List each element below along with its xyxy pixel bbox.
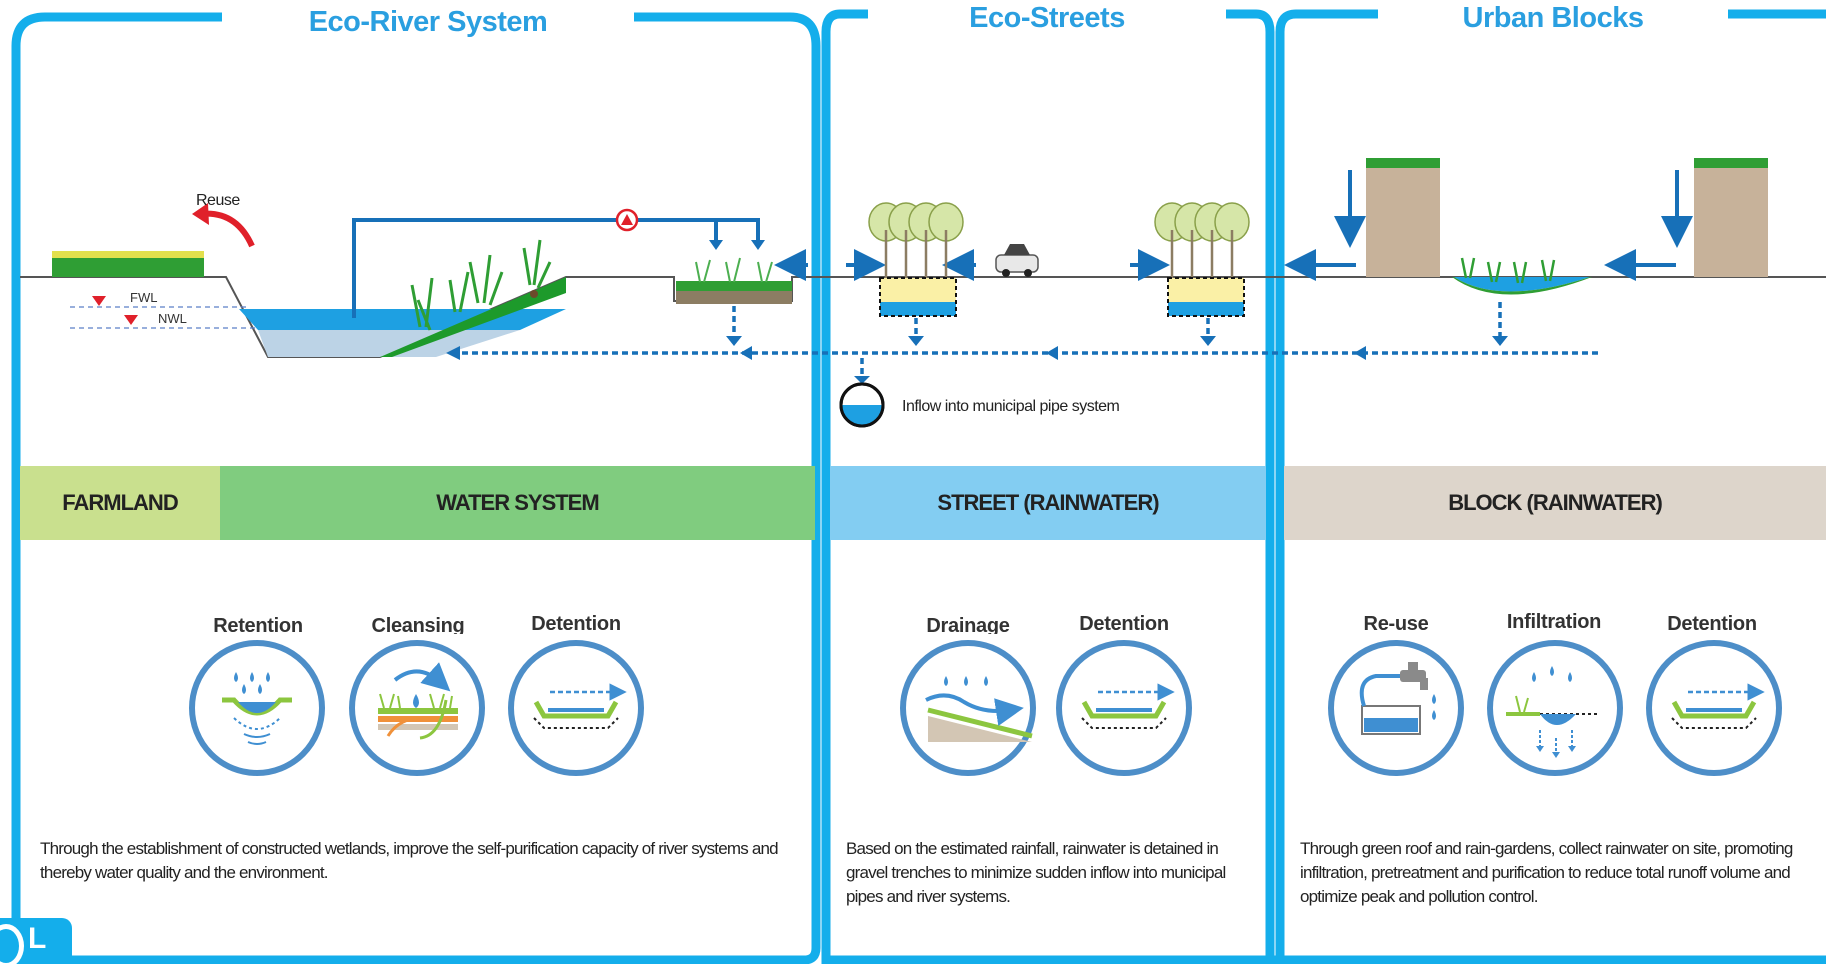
- blocks-description: Through green roof and rain-gardens, col…: [1300, 839, 1793, 906]
- planter-grass: [676, 281, 792, 291]
- reuse-label: Reuse: [196, 192, 240, 209]
- river-water: [239, 309, 566, 330]
- infiltration-icon: [1506, 666, 1600, 758]
- panel-frames: [11, 9, 1826, 964]
- gravel-trench: [879, 277, 957, 317]
- cleansing-icon: [378, 662, 458, 740]
- retention-icon: [222, 672, 292, 745]
- drainage-icon: [925, 676, 1033, 742]
- street-band: STREET (RAINWATER): [830, 466, 1266, 540]
- wetland-slope: [380, 277, 566, 357]
- wetland-reeds: [410, 239, 552, 331]
- rain-garden-plants: [1460, 257, 1556, 284]
- river-panel-title: Eco-River System: [308, 6, 548, 38]
- reuse-function-label: Re-use: [1363, 613, 1429, 635]
- rain-garden: [1454, 277, 1590, 292]
- building-left: [1366, 158, 1440, 277]
- pipe-label: Inflow into municipal pipe system: [902, 398, 1120, 415]
- bird-icon: [530, 290, 538, 298]
- gravel-trench: [1167, 277, 1245, 317]
- farmland-field: [52, 257, 204, 277]
- blocks-panel-title: Urban Blocks: [1462, 2, 1644, 34]
- corner-badge-mark: [0, 924, 24, 968]
- river-description: Through the establishment of constructed…: [40, 839, 779, 882]
- detention-icon: [1081, 683, 1175, 729]
- planter-plants: [695, 257, 773, 283]
- car-icon: [995, 244, 1039, 277]
- reuse-tap-icon: [1359, 662, 1436, 735]
- building-right: [1694, 158, 1768, 277]
- water-system-band: WATER SYSTEM: [220, 466, 815, 540]
- streets-panel-title: Eco-Streets: [969, 2, 1125, 34]
- streets-description: Based on the estimated rainfall, rainwat…: [846, 839, 1226, 906]
- drainage-label: Drainage: [926, 615, 1010, 634]
- block-band: BLOCK (RAINWATER): [1284, 466, 1826, 540]
- river-water-deep: [258, 330, 520, 357]
- water-level-markers: [70, 296, 258, 329]
- river-panel-frame: [11, 12, 222, 964]
- recirculation-pipe: [352, 218, 760, 318]
- detention-icon: [1671, 683, 1765, 729]
- fwl-label: FWL: [130, 290, 158, 305]
- farmland-band: FARMLAND: [20, 466, 220, 540]
- tree-icon: [868, 202, 964, 278]
- streets-panel-frame: [821, 9, 1275, 964]
- planter-soil: [676, 290, 792, 304]
- blocks-panel-frame: [1275, 9, 1826, 964]
- detention-label-block: Detention: [1667, 613, 1757, 635]
- retention-label: Retention: [213, 615, 303, 637]
- detention-label-street: Detention: [1079, 613, 1169, 635]
- tree-icon: [1154, 202, 1250, 278]
- corner-badge: L: [0, 918, 72, 968]
- corner-badge-letter: L: [28, 922, 47, 955]
- nwl-label: NWL: [158, 311, 187, 326]
- detention-icon: [533, 683, 627, 729]
- farmland-strip: [52, 251, 204, 258]
- cleansing-label: Cleansing: [371, 615, 465, 634]
- river-panel-frame-right: [16, 12, 821, 964]
- function-icons: [189, 640, 1782, 776]
- infiltration-label: Infiltration: [1506, 611, 1602, 633]
- detention-label-river: Detention: [531, 613, 621, 635]
- pipe-icon: [839, 382, 885, 428]
